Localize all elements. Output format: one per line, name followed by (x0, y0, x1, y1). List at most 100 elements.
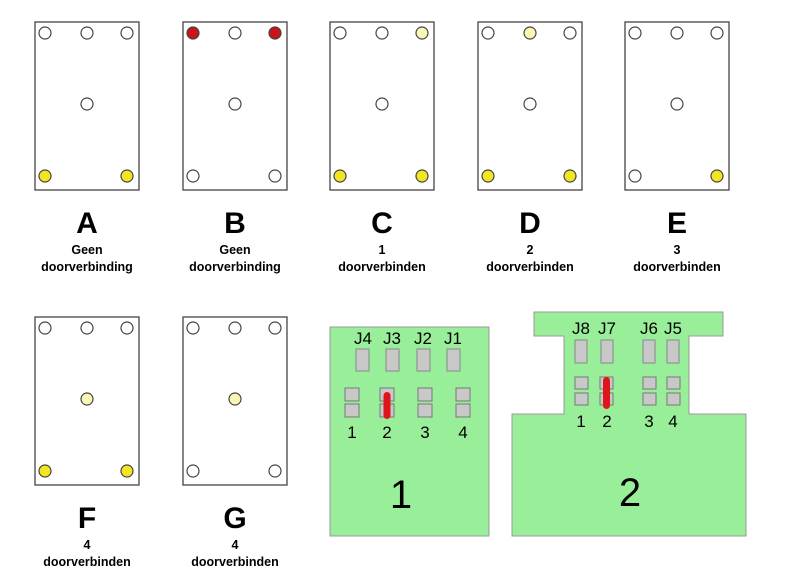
board-1-solder-pads (344, 387, 471, 419)
contact-dot-tc (228, 321, 242, 335)
contact-dot-tl (481, 26, 495, 40)
contact-dot-tl (333, 26, 347, 40)
layout-a-caption-line: Geen (71, 243, 102, 257)
contact-dot-bl (333, 169, 347, 183)
solder-bridge (383, 392, 391, 419)
board-1-position-label: 1 (347, 423, 356, 442)
jumper-pad (355, 348, 370, 372)
board-2-position-label: 1 (576, 412, 585, 431)
layout-a-letter: A (76, 207, 98, 240)
contact-dot-tr (120, 26, 134, 40)
contact-dot-bl (628, 169, 642, 183)
layout-g: G 4 doorverbinden (182, 316, 288, 569)
layout-options: AGeendoorverbindingBGeendoorverbindingC1… (34, 21, 730, 569)
contact-dot-tc (375, 26, 389, 40)
jumper-pad (416, 348, 431, 372)
solder-pad-pair (666, 376, 681, 406)
layout-f-caption-line: doorverbinden (43, 555, 131, 569)
contact-dot-br (120, 169, 134, 183)
contact-dot-center (80, 97, 94, 111)
contact-dot-tl (186, 26, 200, 40)
board-2-jumper-pads (574, 339, 680, 364)
layout-b-caption-line: doorverbinding (189, 260, 281, 274)
board-1: J4 J3 J2 J1 1 2 3 4 1 (329, 326, 490, 537)
contact-dot-tl (186, 321, 200, 335)
board-2-jumper-label: J8 (572, 319, 590, 338)
contact-dot-tc (228, 26, 242, 40)
solder-pad-pair (344, 387, 360, 418)
layout-a-caption-line: doorverbinding (41, 260, 133, 274)
layout-g-caption-line: doorverbinden (191, 555, 279, 569)
contact-dot-tr (563, 26, 577, 40)
contact-dot-tr (120, 321, 134, 335)
board-1-number: 1 (390, 473, 412, 517)
jumper-pad (642, 339, 656, 364)
layout-b-caption-line: Geen (219, 243, 250, 257)
solder-pad-pair (574, 376, 589, 406)
layout-e-caption-line: doorverbinden (633, 260, 721, 274)
layout-g-letter: G (223, 502, 246, 535)
contact-dot-tr (415, 26, 429, 40)
contact-dot-tc (80, 26, 94, 40)
board-1-jumper-pads (355, 348, 461, 372)
contact-dot-br (268, 464, 282, 478)
layout-c-caption-line: doorverbinden (338, 260, 426, 274)
layout-g-caption-line: 4 (232, 538, 239, 552)
jumper-pad (574, 339, 588, 364)
layout-d-caption-line: doorverbinden (486, 260, 574, 274)
layout-f-caption-line: 4 (84, 538, 91, 552)
board-1-jumper-label: J4 (354, 329, 372, 348)
board-1-jumper-label: J2 (414, 329, 432, 348)
board-2-position-label: 2 (602, 412, 611, 431)
board-2-jumper-label: J5 (664, 319, 682, 338)
contact-dot-tl (628, 26, 642, 40)
layout-b: B Geen doorverbinding (182, 21, 288, 274)
layout-b-letter: B (224, 207, 246, 240)
board-2-number: 2 (619, 471, 641, 515)
board-1-jumper-labels: J4 J3 J2 J1 (354, 329, 462, 348)
contact-dot-center (670, 97, 684, 111)
contact-dot-center (228, 392, 242, 406)
contact-dot-tl (38, 321, 52, 335)
board-2-jumper-label: J6 (640, 319, 658, 338)
layout-d-letter: D (519, 207, 541, 240)
contact-dot-bl (481, 169, 495, 183)
contact-dot-center (80, 392, 94, 406)
contact-dot-tc (523, 26, 537, 40)
jumper-pad (600, 339, 614, 364)
board-2: J8 J7 J6 J5 1 2 3 4 2 (511, 311, 747, 537)
contact-dot-bl (186, 169, 200, 183)
board-2-solder-pads (574, 376, 681, 409)
solder-pad-pair (642, 376, 657, 406)
layout-a: A Geen doorverbinding (34, 21, 140, 274)
contact-dot-center (228, 97, 242, 111)
contact-dot-tl (38, 26, 52, 40)
jumper-pad (385, 348, 400, 372)
contact-dot-tr (710, 26, 724, 40)
board-2-position-labels: 1 2 3 4 (576, 412, 677, 431)
contact-dot-bl (38, 169, 52, 183)
contact-dot-bl (186, 464, 200, 478)
layout-e-caption-line: 3 (674, 243, 681, 257)
layout-c-caption-line: 1 (379, 243, 386, 257)
board-2-jumper-labels: J8 J7 J6 J5 (572, 319, 682, 338)
solder-bridge (603, 377, 610, 409)
contact-dot-center (375, 97, 389, 111)
board-2-position-label: 3 (644, 412, 653, 431)
jumper-pad (666, 339, 680, 364)
contact-dot-tc (80, 321, 94, 335)
contact-dot-tc (670, 26, 684, 40)
board-1-position-labels: 1 2 3 4 (347, 423, 467, 442)
layout-e-letter: E (667, 207, 687, 240)
board-2-jumper-label: J7 (598, 319, 616, 338)
contact-dot-bl (38, 464, 52, 478)
contact-dot-tr (268, 321, 282, 335)
contact-dot-br (120, 464, 134, 478)
board-1-jumper-label: J1 (444, 329, 462, 348)
jumper-pad (446, 348, 461, 372)
solder-pad-pair (417, 387, 433, 418)
